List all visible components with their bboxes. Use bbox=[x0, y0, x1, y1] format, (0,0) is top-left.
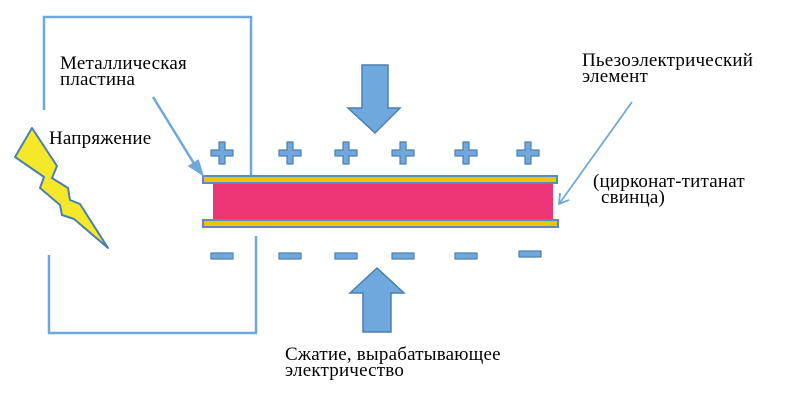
plus-charge-icon bbox=[391, 141, 415, 165]
top-metal-plate bbox=[202, 175, 558, 184]
negative-charges bbox=[210, 250, 542, 260]
piezo-element-label: Пьезоэлектрический элемент bbox=[582, 50, 754, 87]
plus-charge-icon bbox=[210, 141, 234, 165]
bottom-metal-plate bbox=[202, 219, 559, 228]
plus-charge-icon bbox=[278, 141, 302, 165]
minus-charge-icon bbox=[334, 252, 358, 260]
piezo-label-line2: элемент bbox=[582, 66, 649, 87]
minus-charge-icon bbox=[391, 252, 415, 260]
material-label: (цирконат-титанат свинца) bbox=[593, 171, 745, 208]
minus-charge-icon bbox=[454, 252, 478, 260]
compression-label: Сжатие, вырабатывающее электричество bbox=[285, 344, 501, 381]
plus-charge-icon bbox=[334, 141, 358, 165]
pointer-arrow-metal-plate bbox=[151, 96, 205, 177]
positive-charges bbox=[210, 141, 540, 165]
minus-charge-icon bbox=[518, 250, 542, 258]
metal-plate-label-line1: Металлическая bbox=[60, 53, 187, 74]
material-label-line1: (цирконат-титанат bbox=[593, 171, 745, 192]
metal-plate-label: Металлическая пластина bbox=[60, 53, 187, 90]
plus-charge-icon bbox=[454, 141, 478, 165]
piezo-label-line1: Пьезоэлектрический bbox=[582, 50, 754, 71]
voltage-label: Напряжение bbox=[49, 128, 152, 149]
circuit-wire bbox=[42, 15, 258, 335]
minus-charge-icon bbox=[278, 252, 302, 260]
lightning-bolt-icon bbox=[14, 127, 109, 249]
plus-charge-icon bbox=[516, 141, 540, 165]
compression-arrow-down-icon bbox=[346, 64, 402, 135]
metal-plate-label-line2: пластина bbox=[60, 69, 136, 90]
compression-arrow-up-icon bbox=[348, 266, 406, 333]
minus-charge-icon bbox=[210, 252, 234, 260]
material-label-line2: свинца) bbox=[601, 187, 666, 208]
compression-label-line1: Сжатие, вырабатывающее bbox=[285, 344, 501, 365]
pointer-arrow-piezo bbox=[557, 101, 633, 206]
compression-label-line2: электричество bbox=[285, 360, 405, 381]
